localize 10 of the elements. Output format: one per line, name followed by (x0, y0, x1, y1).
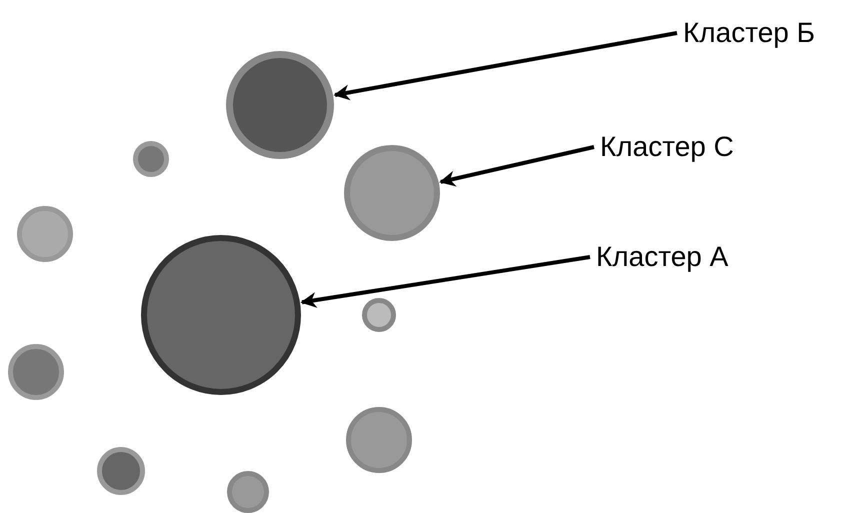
cluster-circle (97, 447, 145, 495)
arrow (439, 145, 594, 186)
cluster-circle (362, 298, 396, 332)
cluster-circle (227, 471, 269, 513)
cluster-circle (133, 141, 169, 177)
cluster-label: Кластер А (596, 240, 728, 274)
arrow (334, 31, 678, 100)
cluster-label: Кластер Б (683, 16, 816, 50)
cluster-label: Кластер C (600, 130, 734, 164)
arrow (300, 255, 590, 308)
